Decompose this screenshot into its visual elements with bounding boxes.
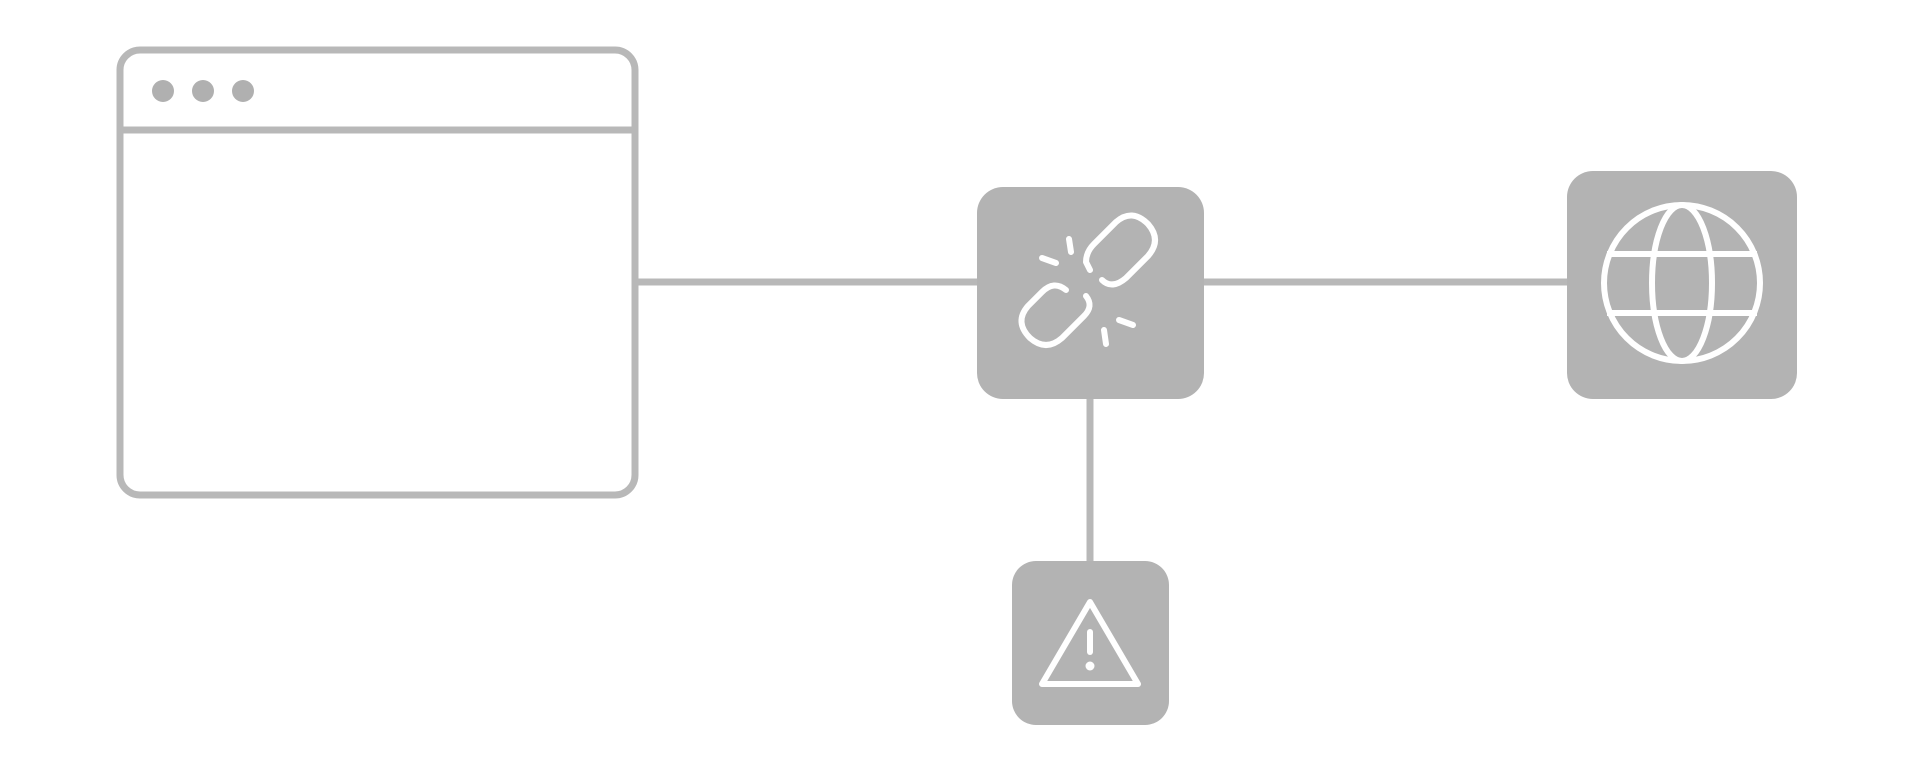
- globe-icon: [1601, 202, 1763, 364]
- browser-window-frame: [116, 46, 639, 499]
- window-dot-1: [152, 80, 174, 102]
- warning-icon: [1039, 599, 1141, 687]
- globe-node: [1567, 171, 1797, 399]
- broken-link-node-box: [977, 187, 1204, 399]
- warning-icon-dot: [1085, 661, 1095, 671]
- broken-link-node: [977, 187, 1204, 399]
- broken-link-icon: [1018, 212, 1158, 348]
- browser-window-icon: [116, 46, 639, 499]
- window-dot-2: [192, 80, 214, 102]
- warning-node: [1012, 561, 1169, 725]
- window-dot-3: [232, 80, 254, 102]
